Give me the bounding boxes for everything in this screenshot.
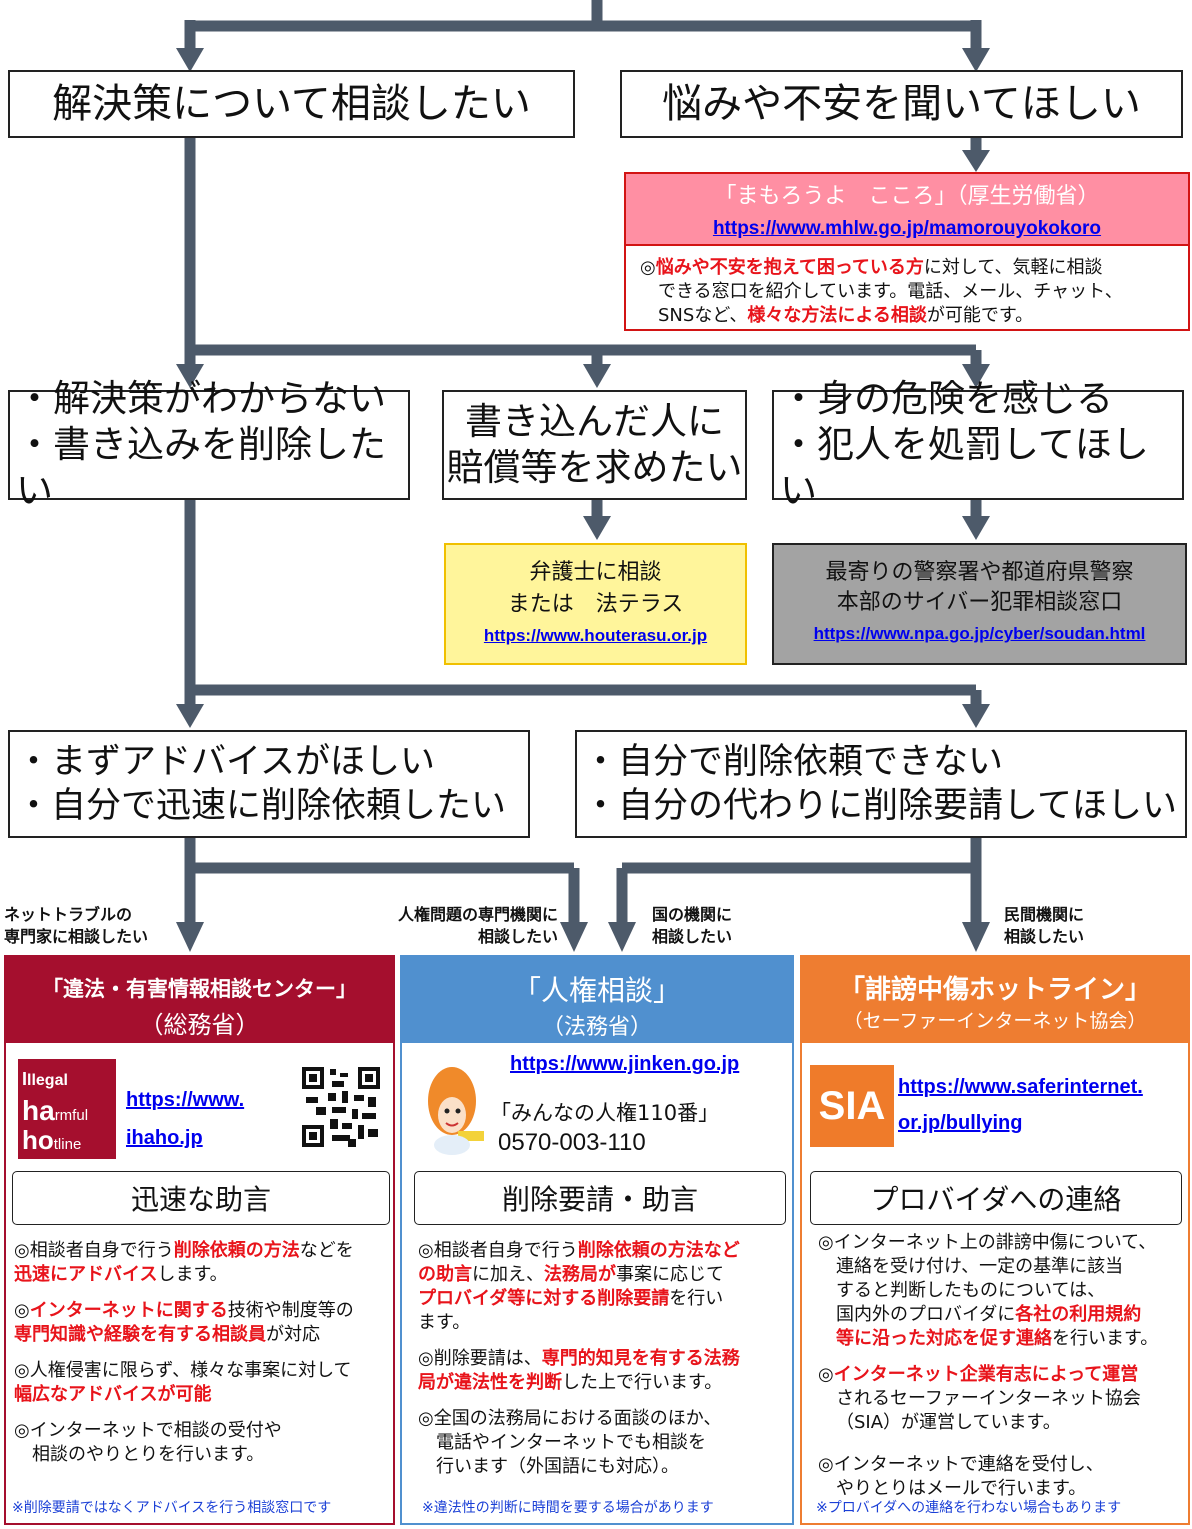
ihaho-logo: Illegal harmful hotline [18,1059,116,1159]
card-ihaho: 「違法・有害情報相談センター」 （総務省） Illegal harmful ho… [4,955,395,1525]
jinken-link[interactable]: https://www.jinken.go.jp [510,1053,740,1075]
police-box: 最寄りの警察署や都道府県警察 本部のサイバー犯罪相談窓口 https://www… [772,543,1187,665]
hotline-name: 「みんなの人権110番」 [490,1101,720,1125]
question-compensation: 書き込んだ人に 賠償等を求めたい [442,390,747,500]
lawyer-line2: または 法テラス [507,592,684,617]
arrow-head [176,704,204,728]
branch-label-government: 国の機関に 相談したい [652,905,733,946]
lawyer-line1: 弁護士に相談 [529,560,662,585]
card-sia-bullets: ◎インターネット上の誹謗中傷について、連絡を受け付け、一定の基準に該当すると判断… [818,1231,1190,1501]
bullet-item: ◎インターネット企業有志によって運営されるセーファーインターネット協会（SIA）… [818,1364,1141,1433]
police-line2: 本部のサイバー犯罪相談窓口 [836,590,1123,615]
service-quick-advice: 迅速な助言 [12,1171,390,1225]
bullet-item: ◎インターネット上の誹謗中傷について、連絡を受け付け、一定の基準に該当すると判断… [818,1232,1159,1349]
card-jinken-header: 「人権相談」 （法務省） [402,957,792,1043]
card-jinken-title: 「人権相談」 [512,974,681,1007]
card-sia-title: 「誹謗中傷ホットライン」 [838,975,1151,1005]
bullet-item: ◎削除要請は、専門的知見を有する法務局が違法性を判断した上で行います。 [418,1348,740,1393]
sia-logo: SIA [810,1065,894,1147]
branch-label-expert: ネットトラブルの 専門家に相談したい [4,905,149,946]
bullet-item: ◎インターネットで相談の受付や相談のやりとりを行います。 [14,1420,282,1465]
arrow-head [962,48,990,72]
arrow-head [176,922,204,952]
card-ihaho-bullets: ◎相談者自身で行う削除依頼の方法などを迅速にアドバイスします。 ◎インターネット… [14,1239,392,1467]
lawyer-box: 弁護士に相談 または 法テラス https://www.houterasu.or… [444,543,747,665]
bullet-mark: ◎ [640,257,656,278]
hotline-phone[interactable]: 0570-003-110 [498,1129,646,1156]
card-jinken-ministry: （法務省） [541,1015,652,1040]
bullet-item: ◎相談者自身で行う削除依頼の方法などの助言に加え、法務局が事案に応じてプロバイダ… [418,1240,740,1333]
arrow-head [962,150,990,172]
arrow-head [962,922,990,952]
card-sia: 「誹謗中傷ホットライン」 （セーファーインターネット協会） SIA https:… [800,955,1190,1525]
card-sia-org: （セーファーインターネット協会） [843,1010,1147,1032]
branch-label-private: 民間機関に 相談したい [1004,905,1085,946]
arrow-head [962,364,990,388]
qr-code-icon[interactable] [302,1067,380,1147]
arrow-head [583,516,611,540]
arrow-head [962,704,990,728]
card-jinken-bullets: ◎相談者自身で行う削除依頼の方法などの助言に加え、法務局が事案に応じてプロバイダ… [418,1239,790,1479]
card-jinken: 「人権相談」 （法務省） https://www.jinken.go.jp 「み… [400,955,794,1525]
npa-cyber-link[interactable]: https://www.npa.go.jp/cyber/soudan.html [813,624,1146,643]
arrow-head [176,364,204,388]
service-removal-advice: 削除要請・助言 [414,1171,786,1225]
card-sia-footnote: ※プロバイダへの連絡を行わない場合もあります [816,1500,1122,1516]
card-sia-header: 「誹謗中傷ホットライン」 （セーファーインターネット協会） [802,957,1188,1043]
mhlw-description: ◎悩みや不安を抱えて困っている方に対して、気軽に相談 できる窓口を紹介しています… [640,257,1123,326]
mhlw-info-box: 「まもろうよ こころ」（厚生労働省） https://www.mhlw.go.j… [624,172,1190,331]
service-provider-contact: プロバイダへの連絡 [810,1171,1182,1225]
card-ihaho-footnote: ※削除要請ではなくアドバイスを行う相談窓口です [12,1500,332,1516]
question-label: 悩みや不安を聞いてほしい [662,81,1141,127]
question-listen-worries: 悩みや不安を聞いてほしい [620,70,1183,138]
question-label: 解決策について相談したい [52,81,531,127]
mhlw-link[interactable]: https://www.mhlw.go.jp/mamorouyokokoro [712,218,1102,239]
bullet-item: ◎インターネットで連絡を受付し、やりとりはメールで行います。 [818,1454,1104,1499]
question-cannot-request: ・自分で削除依頼できない ・自分の代わりに削除要請してほしい [575,730,1187,838]
arrow-head [583,364,611,388]
bullet-item: ◎インターネットに関する技術や制度等の専門知識や経験を有する相談員が対応 [14,1300,354,1345]
arrow-head [176,48,204,72]
arrow-head [962,516,990,540]
card-ihaho-ministry: （総務省） [139,1011,260,1039]
mascot-icon [428,1067,484,1155]
card-jinken-footnote: ※違法性の判断に時間を要する場合があります [422,1500,714,1516]
arrow-head [560,922,588,952]
arrow-head [608,922,636,952]
mhlw-header: 「まもろうよ こころ」（厚生労働省） https://www.mhlw.go.j… [626,174,1188,246]
mhlw-title: 「まもろうよ こころ」（厚生労働省） [714,184,1100,209]
question-no-solution: ・解決策がわからない ・書き込みを削除したい [8,377,410,512]
houterasu-link[interactable]: https://www.houterasu.or.jp [483,626,708,645]
card-ihaho-title: 「違法・有害情報相談センター」 [42,977,357,1001]
bullet-item: ◎人権侵害に限らず、様々な事案に対して幅広なアドバイスが可能 [14,1360,352,1405]
ihaho-link[interactable]: https://www. ihaho.jp [126,1089,245,1149]
sia-link[interactable]: https://www.saferinternet. or.jp/bullyin… [898,1076,1143,1134]
card-ihaho-header: 「違法・有害情報相談センター」 （総務省） [6,957,393,1043]
question-want-advice: ・まずアドバイスがほしい ・自分で迅速に削除依頼したい [8,730,530,838]
question-danger: ・身の危険を感じる ・犯人を処罰してほしい [772,377,1184,512]
bullet-item: ◎相談者自身で行う削除依頼の方法などを迅速にアドバイスします。 [14,1240,354,1285]
bullet-item: ◎全国の法務局における面談のほか、電話やインターネットでも相談を行います（外国語… [418,1408,722,1477]
police-line1: 最寄りの警察署や都道府県警察 [825,560,1134,585]
question-consult-solution: 解決策について相談したい [8,70,575,138]
branch-label-human-rights: 人権問題の専門機関に 相談したい [397,905,558,946]
